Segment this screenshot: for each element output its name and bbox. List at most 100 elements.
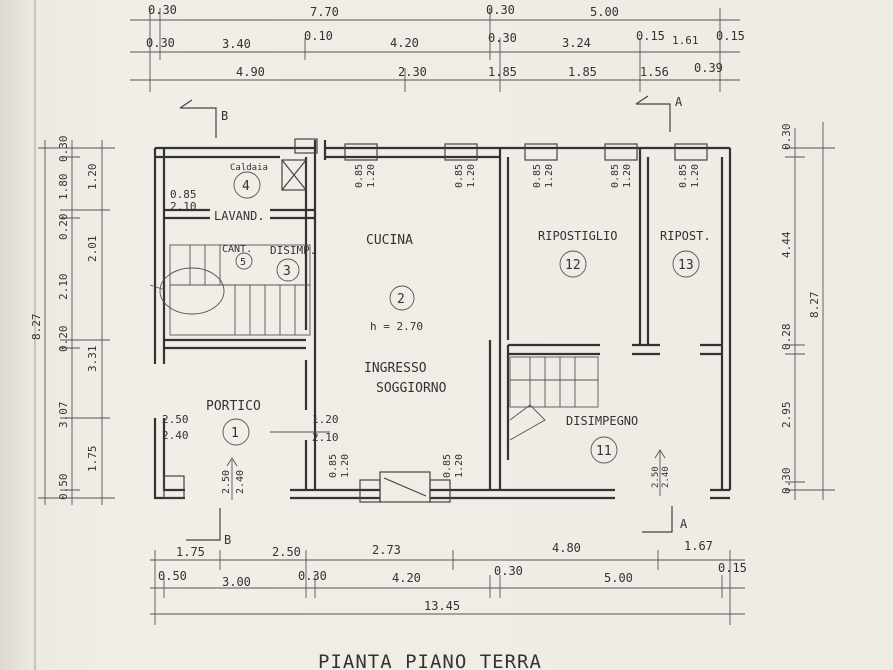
section-marker-a-bottom (642, 506, 673, 533)
disimpegno-door-h: 2.40 (661, 466, 671, 488)
entrance-box (359, 471, 451, 503)
bottom-dim-r2-4: 0.30 (494, 564, 523, 578)
room-4-dim-a: 0.85 (170, 188, 197, 201)
right-dim-inner-3: 2.95 (780, 402, 793, 429)
section-label-b-bottom: B (224, 533, 231, 547)
bottom-dimension-chain (150, 550, 745, 625)
room-4-circle (233, 171, 261, 199)
section-label-a-bottom: A (680, 517, 688, 531)
bottom-dim-r1-1: 2.50 (272, 545, 301, 559)
left-dim-inner-2: 3.31 (86, 346, 99, 373)
top-dim-r3-0: 4.90 (236, 65, 265, 79)
right-dim-inner-2: 0.28 (780, 324, 793, 351)
drawing-title: PIANTA PIANO TERRA (318, 651, 542, 670)
left-dim-mid-1: 1.80 (57, 174, 70, 201)
window-rip-left-h: 1.20 (544, 164, 555, 188)
internal-door-width: 1.20 (312, 413, 339, 426)
interior-walls (164, 148, 722, 490)
window-rip13-h: 1.20 (690, 164, 701, 188)
bottom-dim-r1-2: 2.73 (372, 543, 401, 557)
window-rip-left-w: 0.85 (532, 164, 543, 188)
window-kitchen-left-h: 1.20 (366, 164, 377, 188)
top-dim-r2-3: 4.20 (390, 36, 419, 50)
bottom-dim-total: 13.45 (424, 599, 460, 613)
top-dim-r3-4: 1.56 (640, 65, 669, 79)
left-dim-mid-5: 3.07 (57, 402, 70, 429)
top-dim-r2-7: 1.61 (672, 34, 699, 47)
room-12-name: RIPOSTIGLIO (538, 229, 617, 243)
room-2-number: 2 (397, 292, 405, 307)
left-dim-mid-3: 2.10 (57, 274, 70, 301)
top-dim-r2-5: 3.24 (562, 36, 591, 50)
left-dim-mid-6: 0.50 (57, 474, 70, 501)
room-11-number: 11 (596, 444, 612, 459)
bottom-dim-r2-3: 4.20 (392, 571, 421, 585)
section-marker-a-top (635, 95, 671, 132)
top-dim-r1-3: 5.00 (590, 5, 619, 19)
section-label-b-top: B (221, 109, 228, 123)
top-dim-r2-2: 0.10 (304, 29, 333, 43)
right-dim-inner-1: 4.44 (780, 231, 793, 258)
left-dim-inner-3: 1.75 (86, 446, 99, 473)
left-dim-mid-2: 0.20 (57, 214, 70, 241)
room-12-circle (559, 250, 587, 278)
top-dim-r2-4: 0.30 (488, 31, 517, 45)
binding-fold (34, 0, 36, 670)
room-5-number: 5 (240, 257, 246, 268)
room-4-extra: Caldaia (230, 163, 268, 173)
room-1-dim-a: 2.50 (162, 413, 189, 426)
room-12-number: 12 (565, 258, 581, 273)
bottom-dim-r2-2: 0.30 (298, 569, 327, 583)
top-dim-r2-8: 0.15 (716, 29, 745, 43)
top-dim-r3-2: 1.85 (488, 65, 517, 79)
right-dim-outer: 8.27 (808, 292, 821, 319)
boiler-box (281, 159, 307, 191)
room-5-name: CANT. (222, 244, 252, 255)
portico-opening-w: 2.50 (221, 470, 232, 494)
top-dim-r3-3: 1.85 (568, 65, 597, 79)
top-dim-r1-2: 0.30 (486, 3, 515, 17)
window-front-right-w: 0.85 (442, 454, 453, 478)
room-13-name: RIPOST. (660, 229, 711, 243)
room-3-circle (276, 258, 300, 282)
room-13-number: 13 (678, 258, 694, 273)
window-kitchen-right-w: 0.85 (454, 164, 465, 188)
left-dim-mid-4: 0.20 (57, 326, 70, 353)
room-2-name: CUCINA (366, 233, 413, 248)
room-5-circle (235, 252, 253, 270)
staircase-left (149, 244, 311, 336)
left-dim-outer: 8.27 (30, 314, 43, 341)
left-dim-inner-0: 1.20 (86, 164, 99, 191)
section-marker-b-top (179, 99, 217, 138)
bottom-dim-r2-0: 0.50 (158, 569, 187, 583)
portico-pillar (163, 475, 185, 499)
room-2-name2: INGRESSO (364, 361, 427, 376)
room-11-name: DISIMPEGNO (566, 414, 638, 428)
section-label-a-top: A (675, 95, 683, 109)
room-2-name3: SOGGIORNO (376, 381, 447, 396)
right-dim-inner-4: 0.30 (780, 468, 793, 495)
disimpegno-door-w: 2.50 (651, 466, 661, 488)
left-dim-mid-0: 0.30 (57, 136, 70, 163)
window-kitchen-right-h: 1.20 (466, 164, 477, 188)
room-4-number: 4 (242, 179, 250, 194)
room-13-circle (672, 250, 700, 278)
bottom-dim-r2-6: 0.15 (718, 561, 747, 575)
window-rip13-w: 0.85 (678, 164, 689, 188)
internal-door-height: 2.10 (312, 431, 339, 444)
room-4-dim-b: 2.10 (170, 200, 197, 213)
top-dim-r3-5: 0.39 (694, 61, 723, 75)
room-4-name: LAVAND. (214, 209, 265, 223)
room-1-circle (222, 418, 250, 446)
opening-arrows (226, 431, 666, 500)
top-dimension-chain (130, 8, 740, 92)
right-dim-inner-0: 0.30 (780, 124, 793, 151)
portico-opening-h: 2.40 (235, 470, 246, 494)
window-front-left-w: 0.85 (328, 454, 339, 478)
left-dim-inner-1: 2.01 (86, 236, 99, 263)
room-2-circle (389, 285, 415, 311)
bottom-dim-r1-4: 1.67 (684, 539, 713, 553)
top-dim-r2-0: 0.30 (146, 36, 175, 50)
room-2-height: h = 2.70 (370, 320, 423, 333)
